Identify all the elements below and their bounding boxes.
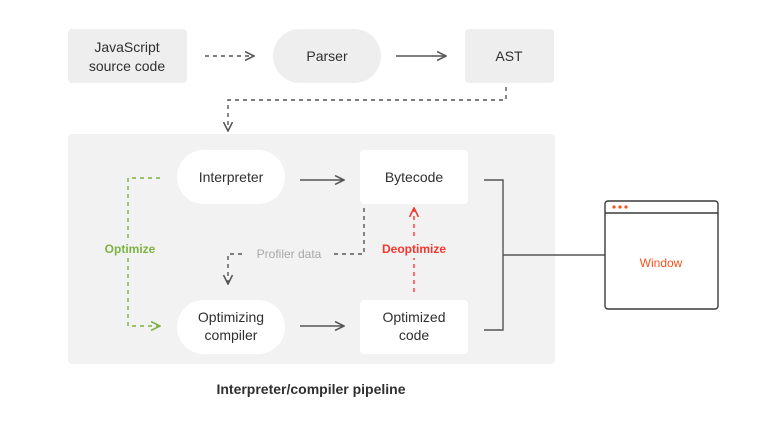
window-node: Window	[604, 200, 719, 310]
js-source-label-line1: JavaScript	[94, 39, 159, 55]
window-dot-icon	[612, 205, 616, 209]
optimizing-compiler-node: Optimizing compiler	[177, 300, 285, 354]
interpreter-node: Interpreter	[177, 150, 285, 204]
parser-label: Parser	[306, 48, 348, 64]
optimizing-compiler-label-line1: Optimizing	[198, 309, 264, 325]
window-label: Window	[640, 256, 683, 270]
profiler-data-label: Profiler data	[257, 247, 322, 261]
ast-node: AST	[465, 29, 554, 83]
deoptimize-label-bg	[378, 240, 450, 258]
optimized-code-label-line1: Optimized	[382, 309, 445, 325]
diagram-caption: Interpreter/compiler pipeline	[216, 381, 405, 397]
optimized-code-node: Optimized code	[360, 300, 468, 354]
optimize-label-bg	[98, 240, 162, 258]
parser-node: Parser	[273, 29, 381, 83]
optimizing-compiler-label-line2: compiler	[205, 327, 258, 343]
bytecode-node: Bytecode	[360, 150, 468, 204]
bytecode-label: Bytecode	[385, 169, 444, 185]
optimize-label: Optimize	[105, 242, 156, 256]
optimized-code-label-line2: code	[399, 327, 430, 343]
window-dot-icon	[624, 205, 628, 209]
js-source-label-line2: source code	[89, 58, 165, 74]
deoptimize-label: Deoptimize	[382, 242, 446, 256]
ast-to-interpreter-arrow	[228, 87, 507, 131]
profiler-label-bg	[246, 245, 332, 263]
interpreter-label: Interpreter	[199, 169, 264, 185]
ast-label: AST	[495, 48, 523, 64]
js-source-node: JavaScript source code	[68, 29, 187, 83]
window-dot-icon	[618, 205, 622, 209]
